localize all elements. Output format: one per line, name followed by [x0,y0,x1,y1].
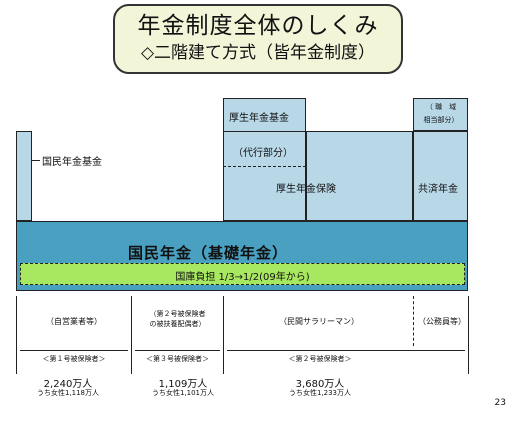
kosei-hoken-block [306,131,413,221]
group-1-insured: ＜第１号被保険者＞ [42,355,106,363]
kokumin-kikin-label: 国民年金基金 [42,157,102,168]
daiko-bubun-label: （代行部分） [233,148,293,159]
page-subtitle: ◇二階建て方式（皆年金制度） [140,43,376,63]
group-2-category-2: の被扶養配偶者） [149,320,206,328]
kyosai-label: 共済年金 [418,184,458,195]
subsidy-label: 国庫負担 1/3→1/2(09年から) [175,272,310,283]
kokumin-kikin-block [16,131,32,221]
group-3-arrow [227,350,465,351]
group-2-arrow [135,350,220,351]
subsidy-band [20,263,465,285]
group-2-category-1: （第２号被保険者 [149,310,206,318]
kosei-hoken-label: 厚生年金保険 [276,184,336,195]
kokumin-nenkin-base-label: 国民年金（基礎年金） [128,244,289,262]
shokuiki-label-2: 相当部分） [423,116,459,124]
shokuiki-box [413,98,468,131]
group-3-insured: ＜第２号被保険者＞ [288,355,352,363]
group-3-women: うち女性1,233万人 [288,389,352,397]
group-divider-1 [16,296,17,374]
group-2-insured: ＜第３号被保険者＞ [146,355,209,363]
kyosai-block [413,131,468,221]
group-2-women: うち女性1,101万人 [151,389,215,397]
page-number: 23 [494,398,506,408]
group-1-arrow [20,350,128,351]
shokuiki-label-1: （ 職 域 [425,103,457,111]
group-divider-5 [468,296,469,374]
group-1-count: 2,240万人 [43,379,93,390]
kokumin-kikin-pointer [32,160,40,161]
group-4-category: （公務員等） [418,317,466,326]
page-title: 年金制度全体のしくみ [137,13,379,39]
group-1-women: うち女性1,118万人 [36,389,100,397]
group-divider-3 [223,296,224,374]
group-1-category: （自営業者等） [46,317,102,326]
group-2-count: 1,109万人 [158,379,208,390]
group-3-count: 3,680万人 [295,379,345,390]
title-box: 年金制度全体のしくみ ◇二階建て方式（皆年金制度） [113,4,403,74]
group-divider-4 [413,296,414,346]
group-divider-2 [131,296,132,374]
daiko-bubun-box [223,131,306,167]
kosei-kikin-label: 厚生年金基金 [229,113,289,124]
group-3-category: （民間サラリーマン） [279,317,359,326]
